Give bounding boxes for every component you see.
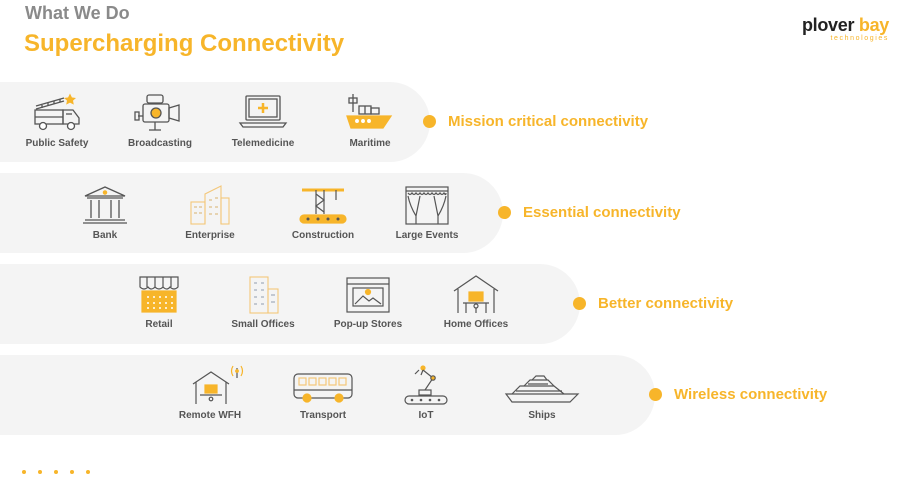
tier-bullet-dot [498, 206, 511, 219]
laptop-medical-icon [238, 95, 288, 128]
industry-iot: IoT [371, 364, 481, 421]
pager-dot [70, 470, 74, 474]
tier-label: Better connectivity [598, 295, 734, 312]
logo-word-plover: plover [801, 15, 859, 35]
industry-ships: Ships [487, 364, 597, 421]
industry-large-events: Large Events [372, 184, 482, 241]
industry-label: Public Safety [25, 138, 89, 149]
tier-bullet-dot [649, 388, 662, 401]
industry-popup-stores: Pop-up Stores [313, 273, 423, 330]
fire-truck-icon [34, 93, 80, 131]
pager-dot [54, 470, 58, 474]
storefront-icon [139, 276, 179, 313]
industry-public-safety: Public Safety [2, 92, 112, 149]
industry-label: Small Offices [231, 319, 295, 330]
bank-building-icon [83, 186, 127, 224]
tier-band-wireless [0, 355, 655, 435]
industry-label: Enterprise [185, 230, 235, 241]
logo-tagline: technologies [830, 35, 889, 42]
industry-label: Home Offices [443, 319, 509, 330]
industry-enterprise: Enterprise [155, 184, 265, 241]
yacht-icon [504, 375, 580, 403]
industry-remote-wfh: Remote WFH [155, 364, 265, 421]
tier-essential: Essential connectivity [498, 204, 681, 221]
home-office-icon [453, 275, 499, 313]
tier-label: Wireless connectivity [674, 386, 828, 403]
industry-broadcasting: Broadcasting [105, 92, 215, 149]
industry-label: Broadcasting [128, 138, 192, 149]
industry-retail: Retail [104, 273, 214, 330]
slide-title: Supercharging Connectivity [24, 30, 345, 57]
industry-transport: Transport [268, 364, 378, 421]
robot-arm-icon [404, 365, 448, 405]
company-logo: plover bay technologies [802, 16, 889, 43]
industry-label: Maritime [349, 138, 391, 149]
industry-home-offices: Home Offices [421, 273, 531, 330]
industry-bank: Bank [50, 184, 160, 241]
tier-mission-critical: Mission critical connectivity [423, 113, 648, 130]
industry-label: Remote WFH [178, 410, 242, 421]
section-eyebrow: What We Do [25, 3, 130, 23]
tier-label: Mission critical connectivity [448, 113, 649, 130]
office-buildings-icon [190, 185, 230, 225]
industry-label: Telemedicine [231, 138, 295, 149]
tier-bullet-dot [423, 115, 436, 128]
small-office-icon [249, 276, 279, 314]
industry-label: Ships [528, 410, 556, 421]
logo-word-bay: bay [858, 15, 889, 35]
industry-label: Bank [92, 230, 118, 241]
industry-label: Retail [145, 319, 173, 330]
video-camera-icon [134, 94, 180, 131]
tier-better: Better connectivity [573, 295, 733, 312]
tier-band-essential [0, 173, 503, 253]
pager-dot [86, 470, 90, 474]
tier-bullet-dot [573, 297, 586, 310]
popup-store-icon [346, 277, 390, 313]
crane-icon [299, 188, 347, 224]
industry-maritime: Maritime [315, 92, 425, 149]
remote-home-antenna-icon [192, 365, 244, 404]
industry-label: IoT [418, 410, 434, 421]
industry-label: Pop-up Stores [333, 319, 403, 330]
industry-telemedicine: Telemedicine [208, 92, 318, 149]
tier-wireless: Wireless connectivity [649, 386, 827, 403]
cargo-ship-icon [346, 94, 393, 129]
industry-construction: Construction [268, 184, 378, 241]
bus-icon [293, 373, 353, 403]
tier-label: Essential connectivity [523, 204, 681, 221]
slide-pager-dots [22, 470, 102, 474]
industry-label: Large Events [395, 230, 459, 241]
pager-dot [22, 470, 26, 474]
tier-band-better [0, 264, 580, 344]
industry-label: Transport [299, 410, 347, 421]
industry-small-offices: Small Offices [208, 273, 318, 330]
pager-dot [38, 470, 42, 474]
industry-label: Construction [291, 230, 355, 241]
stage-curtain-icon [405, 186, 449, 225]
